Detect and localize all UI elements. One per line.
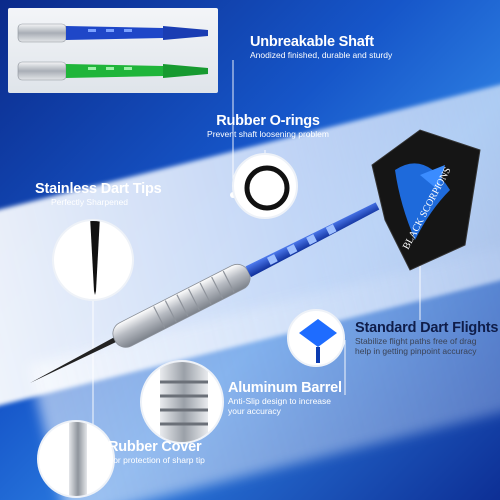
barrel-icon: [140, 360, 224, 444]
feature-barrel-title: Aluminum Barrel: [228, 380, 342, 396]
feature-flights-desc-1: Stabilize flight paths free of drag: [355, 336, 477, 346]
shaft-thumbnail-icon: [8, 8, 218, 93]
o-ring-icon: [232, 153, 298, 219]
feature-cover: Rubber Cover For protection of sharp tip: [108, 439, 205, 465]
flight-thumbnail-icon: [287, 309, 345, 367]
feature-tips: Stainless Dart Tips Perfectly Sharpened: [35, 181, 162, 207]
dart-tip-icon: [52, 219, 134, 301]
feature-flights: Standard Dart Flights Stabilize flight p…: [355, 320, 498, 356]
feature-tips-title: Stainless Dart Tips: [35, 181, 162, 197]
feature-cover-title: Rubber Cover: [108, 439, 202, 455]
feature-shaft-desc: Anodized finished, durable and sturdy: [250, 50, 393, 60]
feature-shaft: Unbreakable Shaft Anodized finished, dur…: [250, 34, 392, 60]
feature-cover-desc: For protection of sharp tip: [108, 455, 205, 465]
feature-barrel: Aluminum Barrel Anti-Slip design to incr…: [228, 380, 342, 416]
feature-orings: Rubber O-rings Prevent shaft loosening p…: [203, 113, 333, 139]
feature-flights-desc-2: help in getting pinpoint accuracy: [355, 346, 477, 356]
feature-orings-desc: Prevent shaft loosening problem: [207, 129, 329, 139]
feature-barrel-desc-2: your accuracy: [228, 406, 281, 416]
feature-tips-desc: Perfectly Sharpened: [51, 197, 129, 207]
feature-barrel-desc-1: Anti-Slip design to increase: [228, 396, 332, 406]
feature-orings-title: Rubber O-rings: [216, 113, 320, 129]
rubber-cover-icon: [37, 420, 115, 498]
feature-flights-title: Standard Dart Flights: [355, 320, 499, 336]
flight-icon: BLACK SCORPIONS: [371, 129, 481, 271]
feature-shaft-title: Unbreakable Shaft: [250, 34, 374, 50]
